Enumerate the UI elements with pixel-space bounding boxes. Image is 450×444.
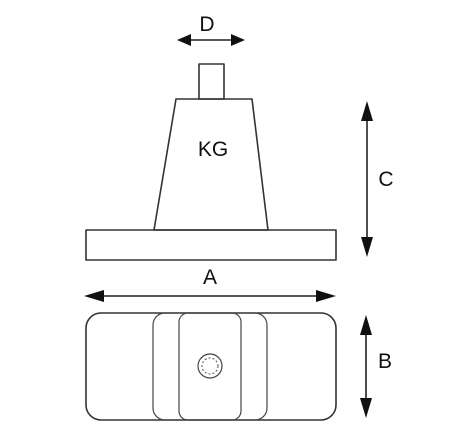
dimension-b: B [360, 315, 392, 418]
top-view-body-inner [178, 312, 242, 421]
dimension-b-label: B [378, 350, 392, 373]
stud-circle-inner [201, 357, 219, 375]
kg-label: KG [198, 138, 228, 161]
dimension-d-arrow-left [177, 34, 191, 46]
dimension-a-arrow-left [84, 290, 104, 302]
threaded-stud [198, 63, 225, 100]
tapered-body [153, 98, 269, 231]
dimension-c-arrow-down [361, 237, 373, 257]
dimension-c-arrow-up [361, 101, 373, 121]
dimension-a-arrow-right [316, 290, 336, 302]
dimension-b-arrow-down [360, 398, 372, 418]
side-view: KG [85, 63, 337, 261]
dimension-c-label: C [378, 168, 393, 191]
dimension-b-arrow-up [360, 315, 372, 335]
top-view-body-outer [152, 312, 268, 421]
dimension-d-label: D [199, 13, 214, 36]
base-plate [85, 229, 337, 261]
dimension-d-arrow-right [231, 34, 245, 46]
top-view [85, 312, 337, 421]
top-view-outline [85, 312, 337, 421]
stud-circle-outer [197, 353, 223, 379]
dimension-c: C [361, 101, 394, 257]
dimension-a-label: A [203, 266, 217, 289]
dimension-d: D [177, 13, 245, 46]
dimension-a: A [84, 266, 336, 302]
